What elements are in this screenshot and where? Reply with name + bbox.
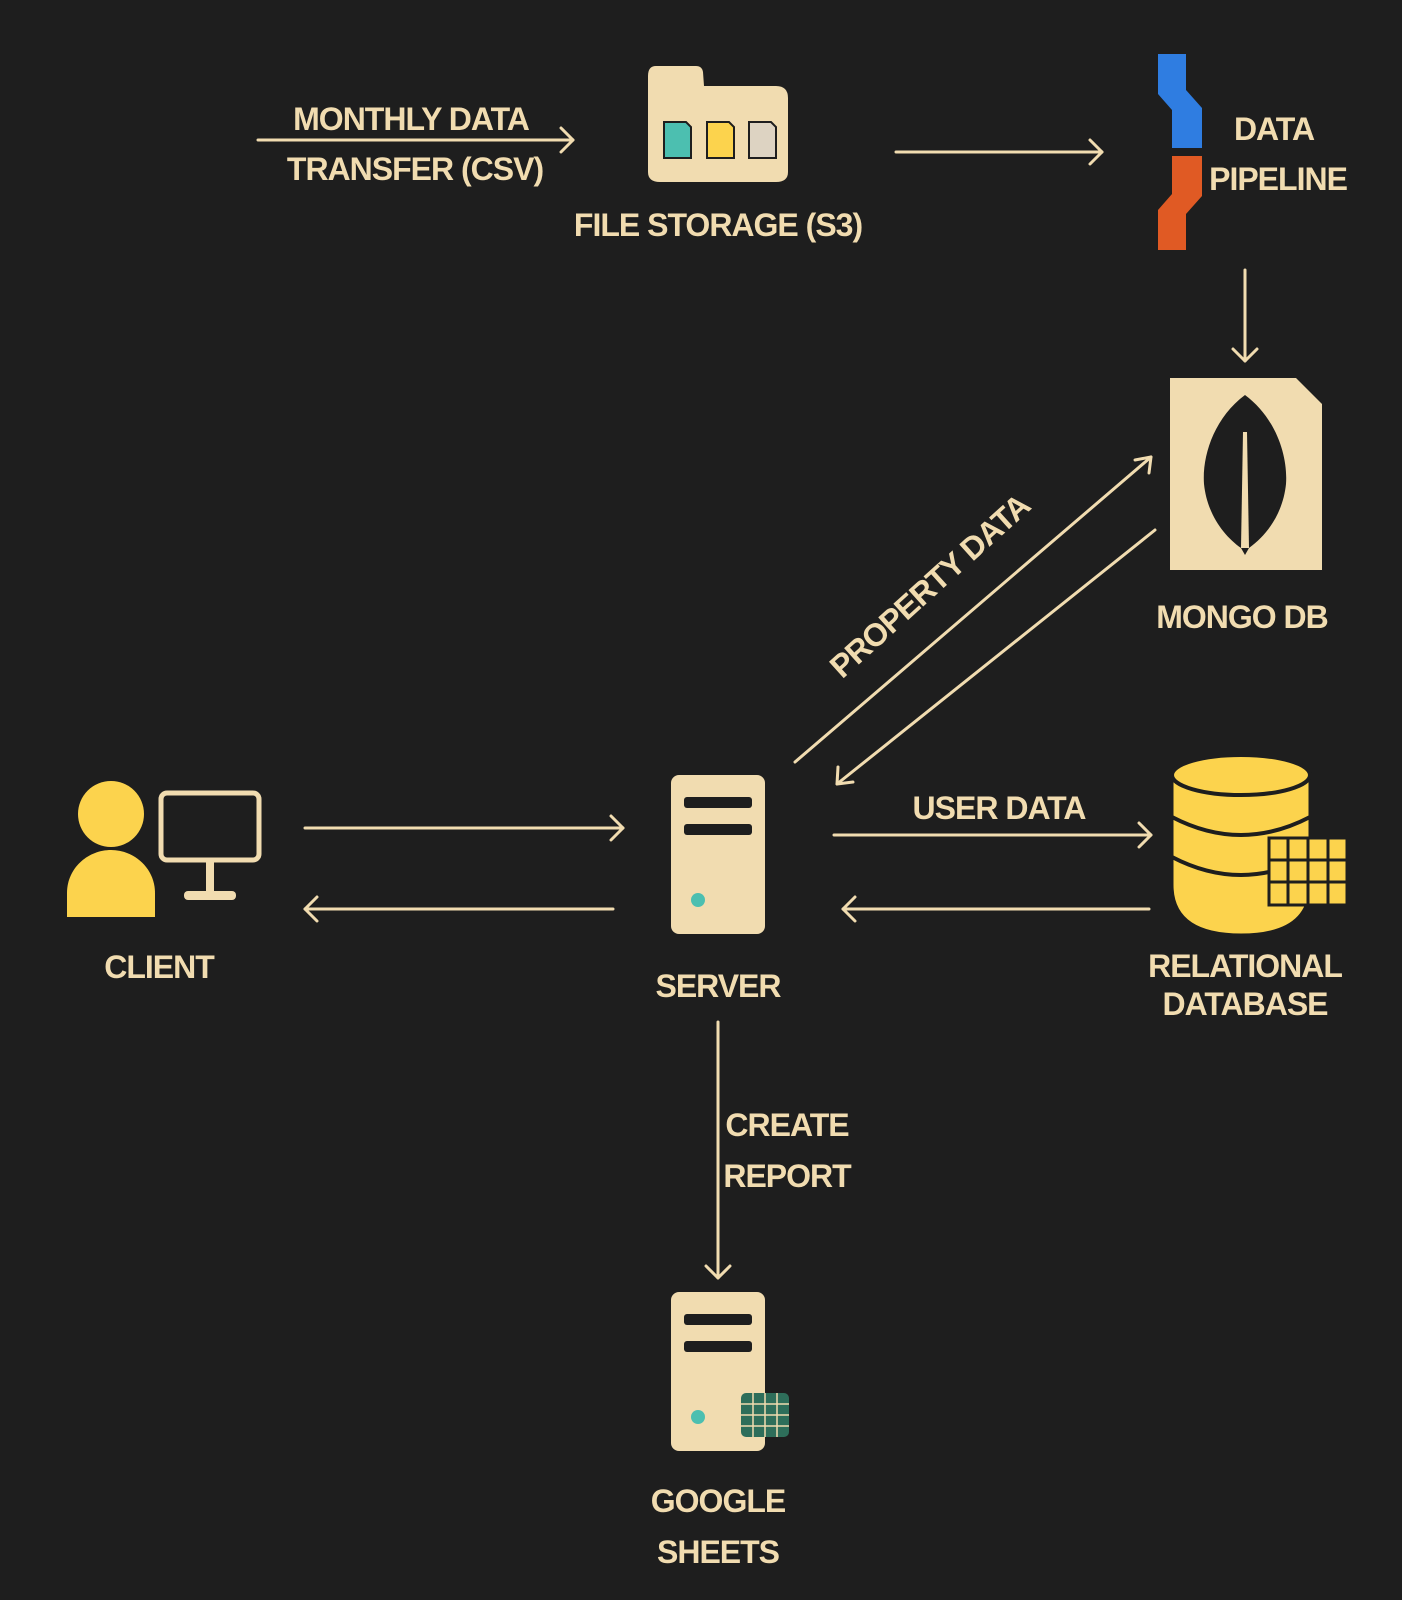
monthly-transfer-label-line1: MONTHLY DATA [293,101,530,137]
arrow-client-to-server [303,814,625,842]
arrow-server-to-relational [832,821,1153,849]
google-sheets-label-line1: GOOGLE [651,1483,786,1519]
monthly-transfer-label-line2: TRANSFER (CSV) [287,151,544,187]
arrow-server-to-mongo [793,455,1153,764]
server-icon [671,775,765,934]
user-data-label: USER DATA [913,790,1087,826]
database-icon [1170,753,1349,937]
mongodb-leaf-icon [1170,378,1322,570]
create-report-label-line2: REPORT [723,1158,852,1194]
relational-db-label-line1: RELATIONAL [1148,948,1342,984]
arrow-server-to-sheets [704,1020,732,1280]
data-pipeline-label-line1: DATA [1234,111,1315,147]
sheets-server-icon [671,1292,789,1451]
arrow-monthly-transfer [256,126,575,154]
mongo-db-label: MONGO DB [1156,599,1328,635]
arrow-relational-to-server [841,895,1151,923]
user-computer-icon [67,781,262,917]
pipeline-icon [1158,54,1202,250]
client-label: CLIENT [104,949,215,985]
server-label: SERVER [655,968,781,1004]
arrow-server-to-client [303,895,615,923]
file-storage-label: FILE STORAGE (S3) [574,207,863,243]
folder-icon [648,66,788,182]
create-report-label-line1: CREATE [725,1107,849,1143]
google-sheets-label-line2: SHEETS [657,1534,780,1570]
property-data-label: PROPERTY DATA [823,486,1038,684]
arrow-mongo-to-server [835,528,1157,786]
arrow-storage-to-pipeline [894,138,1104,166]
data-pipeline-label-line2: PIPELINE [1209,161,1347,197]
relational-db-label-line2: DATABASE [1162,986,1328,1022]
arrow-pipeline-to-mongo [1231,268,1259,363]
